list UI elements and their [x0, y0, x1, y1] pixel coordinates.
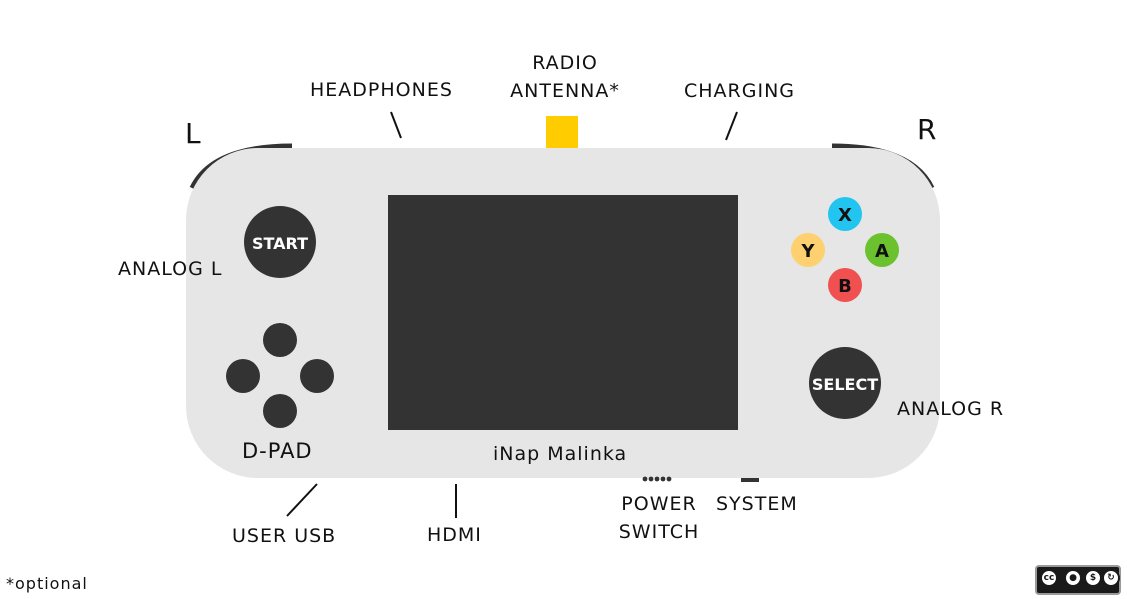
label-hdmi: HDMI: [427, 524, 482, 546]
by-icon: ●: [1064, 569, 1082, 587]
start-button[interactable]: [244, 206, 316, 278]
label-radio-line1: RADIO: [532, 52, 598, 74]
select-button[interactable]: [809, 347, 881, 419]
user-usb-leader: [286, 483, 318, 517]
label-r: R: [917, 113, 937, 146]
dpad-up[interactable]: [263, 323, 297, 357]
b-button[interactable]: [828, 268, 862, 302]
nc-icon: $: [1084, 569, 1102, 587]
start-button-label: START: [252, 234, 308, 253]
cc-license-badge[interactable]: cc ● $ ↻: [1035, 565, 1121, 595]
charging-leader: [725, 111, 738, 141]
label-power-switch: POWER SWITCH: [612, 490, 706, 546]
cc-icon: cc: [1040, 569, 1058, 587]
label-radio-antenna: RADIO ANTENNA*: [500, 49, 630, 105]
screen: [388, 195, 738, 430]
label-system: SYSTEM: [716, 493, 798, 515]
dpad-right[interactable]: [300, 359, 334, 393]
label-radio-line2: ANTENNA*: [510, 80, 620, 102]
radio-antenna: [546, 116, 578, 150]
dpad-down[interactable]: [263, 394, 297, 428]
label-l: L: [185, 117, 201, 150]
select-button-label: SELECT: [812, 375, 878, 394]
power-switch[interactable]: [642, 476, 672, 482]
sa-icon: ↻: [1102, 569, 1120, 587]
a-button[interactable]: [865, 233, 899, 267]
label-power-line1: POWER: [621, 493, 697, 515]
label-analog-l: ANALOG L: [118, 258, 223, 280]
system-button[interactable]: [741, 478, 759, 482]
x-button-label: X: [838, 205, 852, 226]
x-button[interactable]: [828, 197, 862, 231]
b-button-label: B: [838, 276, 852, 297]
label-analog-r: ANALOG R: [897, 398, 1005, 420]
device-name: iNap Malinka: [493, 443, 628, 465]
headphones-leader: [390, 111, 402, 139]
label-power-line2: SWITCH: [618, 521, 700, 543]
label-charging: CHARGING: [684, 80, 796, 102]
label-user-usb: USER USB: [232, 525, 337, 547]
a-button-label: A: [875, 241, 889, 262]
dpad-left[interactable]: [226, 359, 260, 393]
y-button-label: Y: [800, 241, 815, 262]
label-headphones: HEADPHONES: [310, 79, 453, 101]
footnote-optional: *optional: [6, 574, 88, 593]
label-dpad: D-PAD: [242, 439, 313, 463]
y-button[interactable]: [791, 233, 825, 267]
